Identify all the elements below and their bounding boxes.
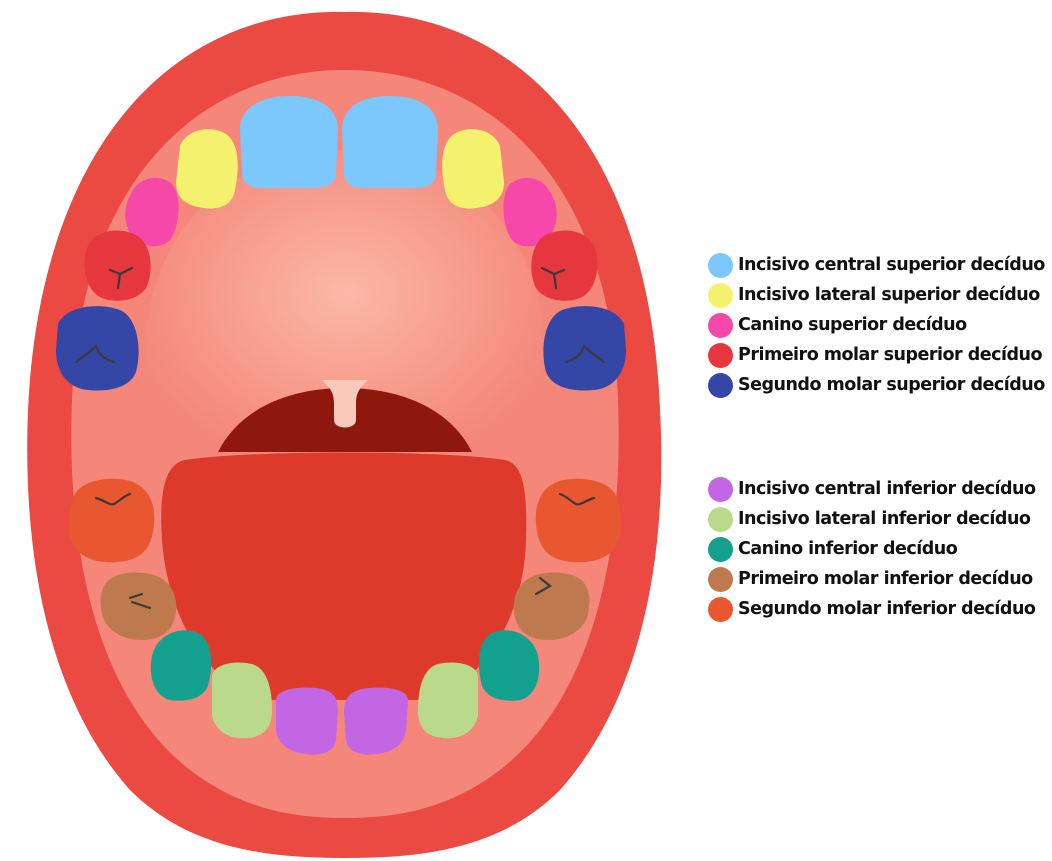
- upper-left-first-molar-tooth: [531, 231, 597, 301]
- upper-right-central-incisor-tooth: [240, 96, 338, 188]
- legend-swatch: [708, 313, 733, 338]
- legend-item-primeiro-molar-inferior: Primeiro molar inferior decíduo: [708, 564, 1035, 594]
- legend-label: Primeiro molar superior decíduo: [738, 345, 1042, 365]
- legend-label: Segundo molar inferior decíduo: [738, 599, 1035, 619]
- legend-label: Canino inferior decíduo: [738, 539, 957, 559]
- lower-left-lateral-incisor-tooth: [418, 663, 478, 739]
- lower-right-second-molar-tooth: [69, 479, 154, 563]
- legend-item-primeiro-molar-superior: Primeiro molar superior decíduo: [708, 340, 1045, 370]
- upper-right-first-molar-tooth: [84, 231, 150, 301]
- lower-right-central-incisor-tooth: [276, 688, 338, 755]
- upper-right-lateral-incisor-tooth: [176, 129, 238, 208]
- mouth-diagram: [0, 0, 700, 861]
- legend-swatch: [708, 343, 733, 368]
- legend-item-canino-superior: Canino superior decíduo: [708, 310, 1045, 340]
- legend-label: Incisivo central superior decíduo: [738, 255, 1045, 275]
- legend-swatch: [708, 597, 733, 622]
- legend-swatch: [708, 537, 733, 562]
- legend-swatch: [708, 507, 733, 532]
- legend-item-canino-inferior: Canino inferior decíduo: [708, 534, 1035, 564]
- legend-swatch: [708, 283, 733, 308]
- legend-swatch: [708, 477, 733, 502]
- legend-label: Incisivo lateral inferior decíduo: [738, 509, 1030, 529]
- legend-label: Primeiro molar inferior decíduo: [738, 569, 1033, 589]
- tongue: [161, 453, 526, 701]
- lower-left-first-molar-tooth: [514, 573, 590, 641]
- legend-item-incisivo-lateral-superior: Incisivo lateral superior decíduo: [708, 280, 1045, 310]
- legend-label: Incisivo central inferior decíduo: [738, 479, 1035, 499]
- legend-swatch: [708, 567, 733, 592]
- lower-right-first-molar-tooth: [101, 573, 177, 641]
- lower-left-central-incisor-tooth: [344, 688, 408, 755]
- legend-label: Canino superior decíduo: [738, 315, 967, 335]
- legend-item-segundo-molar-superior: Segundo molar superior decíduo: [708, 370, 1045, 400]
- legend-item-incisivo-lateral-inferior: Incisivo lateral inferior decíduo: [708, 504, 1035, 534]
- legend-label: Segundo molar superior decíduo: [738, 375, 1045, 395]
- legend-item-segundo-molar-inferior: Segundo molar inferior decíduo: [708, 594, 1035, 624]
- lower-right-lateral-incisor-tooth: [212, 663, 272, 739]
- lower-left-second-molar-tooth: [536, 479, 621, 563]
- upper-left-second-molar-tooth: [543, 306, 626, 390]
- legend-item-incisivo-central-inferior: Incisivo central inferior decíduo: [708, 474, 1035, 504]
- legend-swatch: [708, 373, 733, 398]
- upper-left-lateral-incisor-tooth: [442, 129, 504, 208]
- legend-label: Incisivo lateral superior decíduo: [738, 285, 1040, 305]
- legend-item-incisivo-central-superior: Incisivo central superior decíduo: [708, 250, 1045, 280]
- legend-swatch: [708, 253, 733, 278]
- upper-left-central-incisor-tooth: [342, 96, 438, 188]
